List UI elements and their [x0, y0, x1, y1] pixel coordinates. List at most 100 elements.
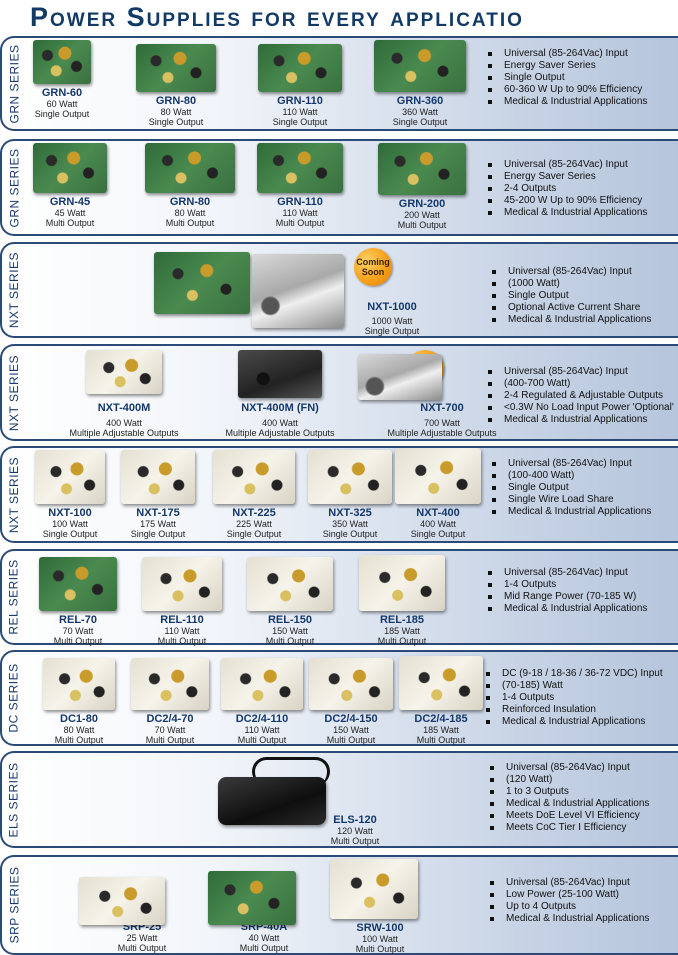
- product-name: NXT-325: [328, 507, 372, 519]
- product-wattage: 225 Watt: [236, 519, 272, 529]
- product-image: [358, 354, 442, 400]
- product-output: Single Output: [42, 529, 98, 539]
- product-image: [218, 777, 326, 825]
- feature-item: Medical & Industrial Applications: [488, 798, 649, 810]
- product-name: DC2/4-150: [324, 713, 378, 725]
- product-image: [43, 658, 115, 710]
- product-output: Single Output: [410, 529, 466, 539]
- product-els-120: ELS-120 120 Watt Multi Output: [322, 811, 388, 846]
- product-image: [86, 350, 162, 394]
- product-wattage: 200 Watt: [404, 210, 440, 220]
- series-label: DC SERIES: [7, 663, 21, 733]
- product-name: GRN-80: [169, 196, 211, 208]
- series-row-dc: DC SERIES DC1-80 80 Watt Multi Output DC…: [0, 650, 678, 746]
- product-name: DC1-80: [60, 713, 98, 725]
- product-image: [33, 143, 107, 193]
- product-wattage: 150 Watt: [272, 626, 308, 636]
- product-output: Multi Output: [265, 636, 315, 646]
- product-name: GRN-360: [396, 95, 444, 107]
- feature-item: Medical & Industrial Applications: [488, 913, 649, 925]
- product-wattage: 110 Watt: [282, 208, 318, 218]
- feature-item: Single Output: [490, 482, 651, 494]
- product-image: [145, 143, 235, 193]
- series-label: GRN SERIES: [7, 147, 22, 228]
- product-wattage: 400 Watt: [262, 418, 298, 428]
- product-name: GRN-60: [41, 87, 83, 99]
- product-output: Multi Output: [237, 735, 287, 745]
- product-image: [258, 44, 342, 92]
- product-image: [395, 448, 481, 504]
- product-name: GRN-110: [277, 196, 323, 208]
- feature-item: Meets DoE Level VI Efficiency: [488, 810, 649, 822]
- product-image: [213, 450, 295, 504]
- feature-list: Universal (85-264Vac) Input Energy Saver…: [486, 48, 647, 108]
- product-output: Multi Output: [330, 836, 380, 846]
- product-image: [121, 450, 195, 504]
- product-output: Multi Output: [326, 735, 376, 745]
- product-grn-60: GRN-60 60 Watt Single Output: [26, 40, 98, 119]
- product-rel-70: REL-70 70 Watt Multi Output: [32, 557, 124, 646]
- product-grn-80-multi: GRN-80 80 Watt Multi Output: [140, 143, 240, 228]
- product-output: Single Output: [364, 326, 420, 336]
- product-output: Multiple Adjustable Outputs: [225, 428, 335, 438]
- product-wattage: 400 Watt: [106, 418, 142, 428]
- product-grn-110-multi: GRN-110 110 Watt Multi Output: [252, 143, 348, 228]
- product-wattage: 80 Watt: [63, 725, 95, 735]
- feature-item: Medical & Industrial Applications: [486, 207, 647, 219]
- product-name: NXT-225: [232, 507, 276, 519]
- product-image: [221, 658, 303, 710]
- feature-item: 60-360 W Up to 90% Efficiency: [486, 84, 647, 96]
- feature-item: Universal (85-264Vac) Input: [486, 567, 647, 579]
- product-dc24-70: DC2/4-70 70 Watt Multi Output: [126, 658, 214, 745]
- feature-item: <0.3W No Load Input Power 'Optional': [486, 402, 674, 414]
- product-name: DC2/4-110: [235, 713, 289, 725]
- product-output: Single Output: [226, 529, 282, 539]
- product-output: Multi Output: [145, 735, 195, 745]
- product-grn-200: GRN-200 200 Watt Multi Output: [372, 143, 472, 230]
- product-name: DC2/4-70: [146, 713, 194, 725]
- product-image: [35, 450, 105, 504]
- product-name: NXT-400M (FN): [241, 402, 319, 414]
- product-grn-45: GRN-45 45 Watt Multi Output: [28, 143, 112, 228]
- product-image: [238, 350, 322, 398]
- feature-item: DC (9-18 / 18-36 / 36-72 VDC) Input: [484, 668, 663, 680]
- product-image: [309, 658, 393, 710]
- feature-item: Medical & Industrial Applications: [484, 716, 663, 728]
- product-name: GRN-110: [277, 95, 323, 107]
- feature-item: (120 Watt): [488, 774, 649, 786]
- product-image: [399, 656, 483, 710]
- product-output: Multiple Adjustable Outputs: [387, 428, 497, 438]
- product-grn-110: GRN-110 110 Watt Single Output: [252, 44, 348, 127]
- product-output: Multi Output: [355, 944, 405, 954]
- feature-item: Single Output: [486, 72, 647, 84]
- feature-item: Single Wire Load Share: [490, 494, 651, 506]
- feature-item: Universal (85-264Vac) Input: [488, 877, 649, 889]
- product-output: Multi Output: [239, 943, 289, 953]
- product-wattage: 110 Watt: [282, 107, 318, 117]
- feature-list: Universal (85-264Vac) Input (100-400 Wat…: [490, 458, 651, 518]
- product-name: NXT-400M: [97, 402, 151, 414]
- product-rel-185: REL-185 185 Watt Multi Output: [354, 555, 450, 646]
- product-nxt-400: NXT-400 400 Watt Single Output: [390, 448, 486, 539]
- product-image: [131, 658, 209, 710]
- product-name: NXT-175: [136, 507, 180, 519]
- feature-item: Universal (85-264Vac) Input: [486, 366, 674, 378]
- feature-item: 1-4 Outputs: [486, 579, 647, 591]
- series-label: REL SERIES: [7, 559, 21, 635]
- feature-item: Universal (85-264Vac) Input: [490, 266, 651, 278]
- feature-item: (400-700 Watt): [486, 378, 674, 390]
- feature-item: Universal (85-264Vac) Input: [490, 458, 651, 470]
- product-image: [247, 557, 333, 611]
- product-nxt-100: NXT-100 100 Watt Single Output: [30, 450, 110, 539]
- product-output: Multi Output: [45, 218, 95, 228]
- product-wattage: 70 Watt: [154, 725, 186, 735]
- product-wattage: 25 Watt: [126, 933, 158, 943]
- product-image: [359, 555, 445, 611]
- product-wattage: 120 Watt: [337, 826, 373, 836]
- feature-item: Medical & Industrial Applications: [486, 414, 674, 426]
- product-output: Multi Output: [157, 636, 207, 646]
- series-row-nxt-single: NXT SERIES NXT-100 100 Watt Single Outpu…: [0, 446, 678, 543]
- product-name: REL-185: [379, 614, 425, 626]
- feature-item: (100-400 Watt): [490, 470, 651, 482]
